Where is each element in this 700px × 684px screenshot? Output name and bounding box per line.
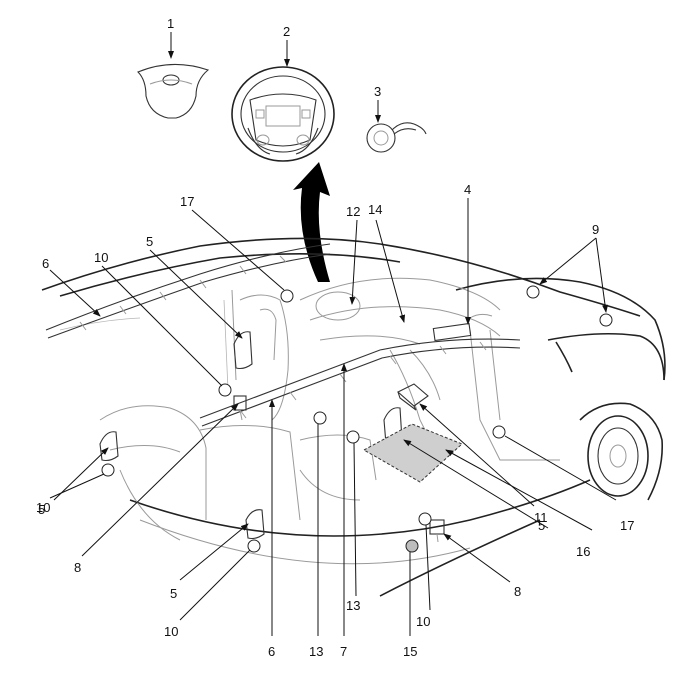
callout-13: 13 bbox=[309, 644, 323, 659]
srscm-unit bbox=[397, 383, 429, 411]
pretensioner-right bbox=[429, 519, 445, 543]
sensor-circle bbox=[526, 285, 540, 299]
callout-7: 7 bbox=[340, 644, 347, 659]
callout-12: 12 bbox=[346, 204, 360, 219]
side-airbag-front-left bbox=[233, 331, 253, 370]
callout-6: 6 bbox=[268, 644, 275, 659]
callout-15: 15 bbox=[403, 644, 417, 659]
callout-labels: 1 2 3 4 5 5 5 5 6 6 7 8 8 9 10 10 10 10 … bbox=[36, 16, 634, 659]
callout-2: 2 bbox=[283, 24, 290, 39]
side-airbag-rear-left bbox=[99, 431, 119, 462]
curtain-airbag-right bbox=[199, 338, 521, 427]
vehicle-body bbox=[41, 237, 666, 597]
sensor-circle bbox=[492, 425, 506, 439]
callout-5: 5 bbox=[38, 502, 45, 517]
callout-10: 10 bbox=[164, 624, 178, 639]
pretensioner-left bbox=[233, 395, 247, 421]
sensor-circle bbox=[346, 430, 360, 444]
curved-arrow bbox=[293, 162, 330, 282]
callout-14: 14 bbox=[368, 202, 382, 217]
callout-17: 17 bbox=[180, 194, 194, 209]
callout-4: 4 bbox=[464, 182, 471, 197]
callout-8: 8 bbox=[74, 560, 81, 575]
callout-16: 16 bbox=[576, 544, 590, 559]
buckle-switch bbox=[405, 539, 419, 553]
sensor-circle bbox=[101, 463, 115, 477]
driver-airbag-module bbox=[137, 63, 210, 119]
callout-10: 10 bbox=[416, 614, 430, 629]
callout-13: 13 bbox=[346, 598, 360, 613]
callout-8: 8 bbox=[514, 584, 521, 599]
callout-10: 10 bbox=[94, 250, 108, 265]
callout-9: 9 bbox=[592, 222, 599, 237]
callout-10: 10 bbox=[36, 500, 50, 515]
callout-5: 5 bbox=[170, 586, 177, 601]
callout-5: 5 bbox=[538, 518, 545, 533]
callout-17: 17 bbox=[620, 518, 634, 533]
clock-spring bbox=[366, 122, 427, 153]
callout-3: 3 bbox=[374, 84, 381, 99]
passenger-airbag bbox=[432, 313, 493, 342]
sensor-circle bbox=[280, 289, 294, 303]
curtain-airbag-left bbox=[45, 243, 331, 339]
sensor-circle bbox=[247, 539, 261, 553]
callout-1: 1 bbox=[167, 16, 174, 31]
callout-6: 6 bbox=[42, 256, 49, 271]
occupant-classification-mat bbox=[362, 423, 463, 483]
sensor-circle bbox=[218, 383, 232, 397]
sensor-circle bbox=[599, 313, 613, 327]
sensor-circle bbox=[418, 512, 432, 526]
callout-5: 5 bbox=[146, 234, 153, 249]
leader-lines bbox=[49, 32, 617, 636]
steering-wheel bbox=[231, 66, 335, 162]
callout-11: 11 bbox=[534, 510, 548, 525]
side-airbag-rear-right bbox=[245, 509, 265, 540]
sensor-circle bbox=[313, 411, 327, 425]
